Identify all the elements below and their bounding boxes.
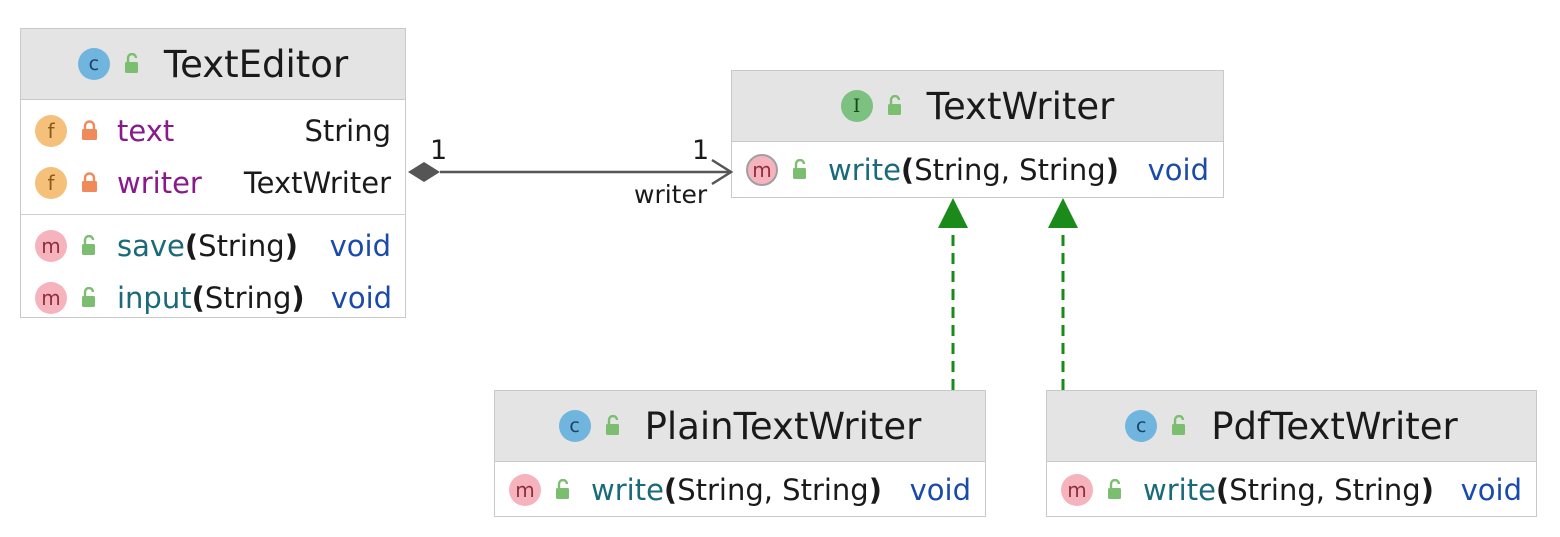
abstract-method-m-icon: m [746, 154, 778, 186]
public-unlocked-icon [603, 415, 625, 437]
method-return-type: void [1460, 473, 1522, 507]
method-params: (String, String) [900, 153, 1119, 187]
method-m-icon: m [35, 230, 67, 262]
interface-i-icon: I [840, 90, 873, 122]
method-m-icon: m [509, 474, 541, 506]
class-name: TextEditor [163, 42, 349, 86]
public-unlocked-icon [79, 287, 101, 309]
composition-edge[interactable] [408, 158, 734, 186]
method-return-type: void [329, 229, 391, 263]
methods-section: m write (String, String) void [732, 142, 1223, 198]
realization-arrowhead-icon [1048, 198, 1078, 228]
method-name: save [117, 229, 185, 263]
public-unlocked-icon [1169, 415, 1191, 437]
method-name: write [591, 473, 664, 507]
open-arrowhead-icon [711, 158, 734, 186]
private-lock-icon [79, 172, 101, 194]
method-row-save[interactable]: m save (String) void [21, 220, 405, 272]
class-c-icon: c [77, 48, 110, 80]
method-params: (String) [184, 229, 298, 263]
class-header-texteditor: c TextEditor [21, 29, 405, 100]
class-c-icon: c [558, 410, 591, 442]
interface-name: TextWriter [926, 84, 1115, 128]
class-name: PdfTextWriter [1211, 404, 1458, 448]
class-box-texteditor[interactable]: c TextEditor f text String f writer Text… [20, 28, 406, 318]
public-unlocked-icon [790, 159, 812, 181]
method-row-write[interactable]: m write (String, String) void [1047, 464, 1536, 516]
method-params: (String, String) [663, 473, 882, 507]
method-row-write[interactable]: m write (String, String) void [495, 464, 985, 516]
target-multiplicity-label: 1 [692, 135, 710, 166]
method-return-type: void [909, 473, 971, 507]
class-header-plaintextwriter: c PlainTextWriter [495, 391, 985, 462]
field-f-icon: f [35, 115, 67, 147]
field-row-writer[interactable]: f writer TextWriter [21, 157, 405, 209]
composition-diamond-icon [408, 162, 440, 182]
realization-edge-plain[interactable] [938, 198, 968, 390]
methods-section: m write (String, String) void [495, 462, 985, 518]
class-box-plaintextwriter[interactable]: c PlainTextWriter m write (String, Strin… [494, 390, 986, 517]
realization-edge-pdf[interactable] [1048, 198, 1078, 390]
method-m-icon: m [1061, 474, 1093, 506]
method-m-icon: m [35, 282, 67, 314]
field-f-icon: f [35, 167, 67, 199]
public-unlocked-icon [885, 95, 907, 117]
field-name: text [117, 114, 175, 148]
class-box-pdftextwriter[interactable]: c PdfTextWriter m write (String, String)… [1046, 390, 1537, 517]
interface-header-textwriter: I TextWriter [732, 71, 1223, 142]
method-name: write [828, 153, 901, 187]
method-name: write [1143, 473, 1216, 507]
realization-arrowhead-icon [938, 198, 968, 228]
method-params: (String) [191, 281, 305, 315]
source-multiplicity-label: 1 [430, 135, 448, 166]
field-type: TextWriter [243, 166, 391, 200]
interface-box-textwriter[interactable]: I TextWriter m write (String, String) vo… [731, 70, 1224, 198]
method-row-write[interactable]: m write (String, String) void [732, 144, 1223, 196]
method-params: (String, String) [1215, 473, 1434, 507]
public-unlocked-icon [79, 235, 101, 257]
method-return-type: void [1147, 153, 1209, 187]
class-header-pdftextwriter: c PdfTextWriter [1047, 391, 1536, 462]
method-name: input [117, 281, 192, 315]
field-row-text[interactable]: f text String [21, 105, 405, 157]
methods-section: m write (String, String) void [1047, 462, 1536, 518]
field-name: writer [117, 166, 202, 200]
private-lock-icon [79, 120, 101, 142]
public-unlocked-icon [553, 479, 575, 501]
class-c-icon: c [1125, 410, 1158, 442]
public-unlocked-icon [122, 53, 144, 75]
fields-section: f text String f writer TextWriter [21, 100, 405, 215]
field-type: String [304, 114, 391, 148]
method-return-type: void [330, 281, 393, 315]
role-label: writer [634, 180, 708, 209]
class-name: PlainTextWriter [644, 404, 922, 448]
method-row-input[interactable]: m input (String) void [21, 272, 405, 324]
methods-section: m save (String) void m input (String) vo… [21, 215, 405, 329]
public-unlocked-icon [1105, 479, 1127, 501]
